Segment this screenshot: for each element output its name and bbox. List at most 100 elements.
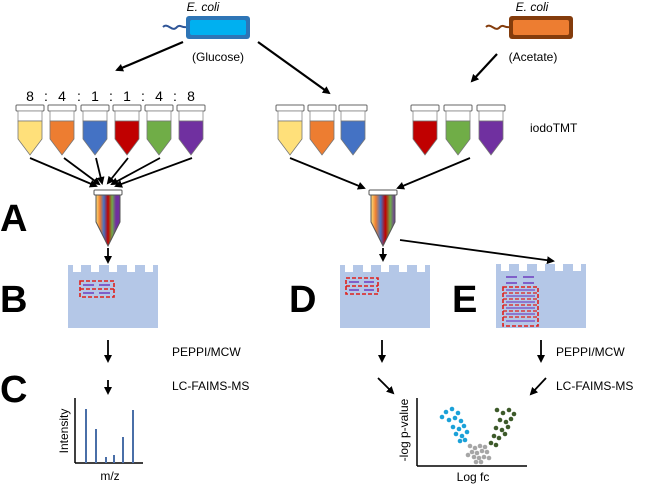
ratio-sep-3: : <box>109 88 113 104</box>
volcano-point <box>496 435 502 441</box>
ratio-1: 8 <box>26 88 34 104</box>
step-peppi-left: PEPPI/MCW <box>172 345 241 359</box>
volcano-y-label: -log p-value <box>397 398 411 461</box>
organism-label-right: E. coli <box>516 0 549 14</box>
volcano-point <box>439 414 445 420</box>
volcano-point <box>494 407 500 413</box>
step-lcms-right: LC-FAIMS-MS <box>556 379 633 393</box>
spectrum-x-label: m/z <box>100 469 119 483</box>
panel-label-b: B <box>0 279 27 321</box>
flask-tail-left <box>162 24 187 30</box>
volcano-point <box>464 429 470 435</box>
volcano-point <box>449 406 455 412</box>
ratio-sep-4: : <box>141 88 145 104</box>
volcano-point <box>482 444 488 450</box>
sample-tube-purple <box>476 104 506 156</box>
pooled-tube-right <box>368 189 398 248</box>
volcano-point <box>479 448 485 454</box>
organism-label-left: E. coli <box>187 0 220 14</box>
mass-spectrum: Intensity m/z <box>57 398 143 483</box>
volcano-point <box>443 409 449 415</box>
condition-label-right: (Acetate) <box>509 50 558 64</box>
volcano-point <box>499 427 505 433</box>
sample-tube-blue <box>80 104 110 156</box>
sample-tube-red <box>410 104 440 156</box>
volcano-point <box>450 424 456 430</box>
arrow-to-gel-e <box>399 239 555 265</box>
flask-fill-left <box>190 20 246 35</box>
arrow-glucose-to-right <box>257 41 331 95</box>
ratio-3: 1 <box>91 88 99 104</box>
volcano-point <box>506 407 512 413</box>
volcano-point <box>486 455 492 461</box>
ratio-4: 1 <box>123 88 131 104</box>
volcano-point <box>461 423 467 429</box>
flask-fill-right <box>513 20 569 35</box>
volcano-point <box>473 459 479 465</box>
volcano-point <box>505 424 511 430</box>
volcano-point <box>446 417 452 423</box>
sample-tube-green <box>144 104 174 156</box>
volcano-point <box>457 438 463 444</box>
ratio-sep-1: : <box>44 88 48 104</box>
step-peppi-right: PEPPI/MCW <box>556 345 625 359</box>
ratio-row: 8 : 4 : 1 : 1 : 4 : 8 <box>26 88 195 104</box>
volcano-plot: -log p-value Log fc <box>397 398 527 484</box>
panel-label-d: D <box>289 279 316 321</box>
volcano-point <box>456 426 462 432</box>
volcano-point <box>484 449 490 455</box>
volcano-point <box>455 410 461 416</box>
volcano-point <box>481 454 487 460</box>
tube-set <box>15 104 506 156</box>
ratio-sep-2: : <box>77 88 81 104</box>
panel-label-e: E <box>452 279 477 321</box>
volcano-point <box>488 440 494 446</box>
volcano-point <box>471 454 477 460</box>
volcano-point <box>478 459 484 465</box>
volcano-point <box>472 445 478 451</box>
volcano-x-label: Log fc <box>457 470 490 484</box>
volcano-point <box>476 455 482 461</box>
sample-tube-red <box>112 104 142 156</box>
gel-b <box>68 265 158 328</box>
volcano-point <box>467 443 473 449</box>
volcano-point <box>508 416 514 422</box>
acetate-culture: E. coli (Acetate) <box>485 0 573 64</box>
sample-tube-yellow <box>15 104 45 156</box>
volcano-point <box>459 433 465 439</box>
volcano-point <box>493 442 499 448</box>
step-lcms-left: LC-FAIMS-MS <box>172 379 249 393</box>
panel-label-a: A <box>0 198 27 240</box>
spectrum-y-label: Intensity <box>57 409 71 454</box>
gel-e <box>496 264 586 328</box>
volcano-point <box>474 450 480 456</box>
panel-label-c: C <box>0 369 27 411</box>
ratio-2: 4 <box>58 88 66 104</box>
sample-tube-yellow <box>275 104 305 156</box>
pooling-arrows-left <box>29 157 193 188</box>
condition-label-left: (Glucose) <box>192 50 244 64</box>
gel-d <box>340 265 430 328</box>
sample-tube-orange <box>47 104 77 156</box>
pooled-tube-left <box>93 189 123 248</box>
ratio-sep-5: : <box>173 88 177 104</box>
volcano-point <box>502 431 508 437</box>
volcano-point <box>453 431 459 437</box>
volcano-point <box>491 433 497 439</box>
iodotmt-label: iodoTMT <box>530 121 578 135</box>
ratio-5: 4 <box>155 88 163 104</box>
sample-tube-orange <box>307 104 337 156</box>
volcano-point <box>458 418 464 424</box>
volcano-point <box>493 425 499 431</box>
pooling-arrows-right <box>289 157 471 190</box>
volcano-point <box>469 449 475 455</box>
volcano-point <box>477 443 483 449</box>
arrow-d-to-volcano <box>377 377 395 395</box>
sample-tube-blue <box>338 104 368 156</box>
arrow-e-to-volcano <box>529 377 547 396</box>
sample-tube-purple <box>176 104 206 156</box>
arrow-glucose-to-left <box>115 40 184 72</box>
arrow-acetate-to-right <box>470 53 498 83</box>
volcano-point <box>452 415 458 421</box>
